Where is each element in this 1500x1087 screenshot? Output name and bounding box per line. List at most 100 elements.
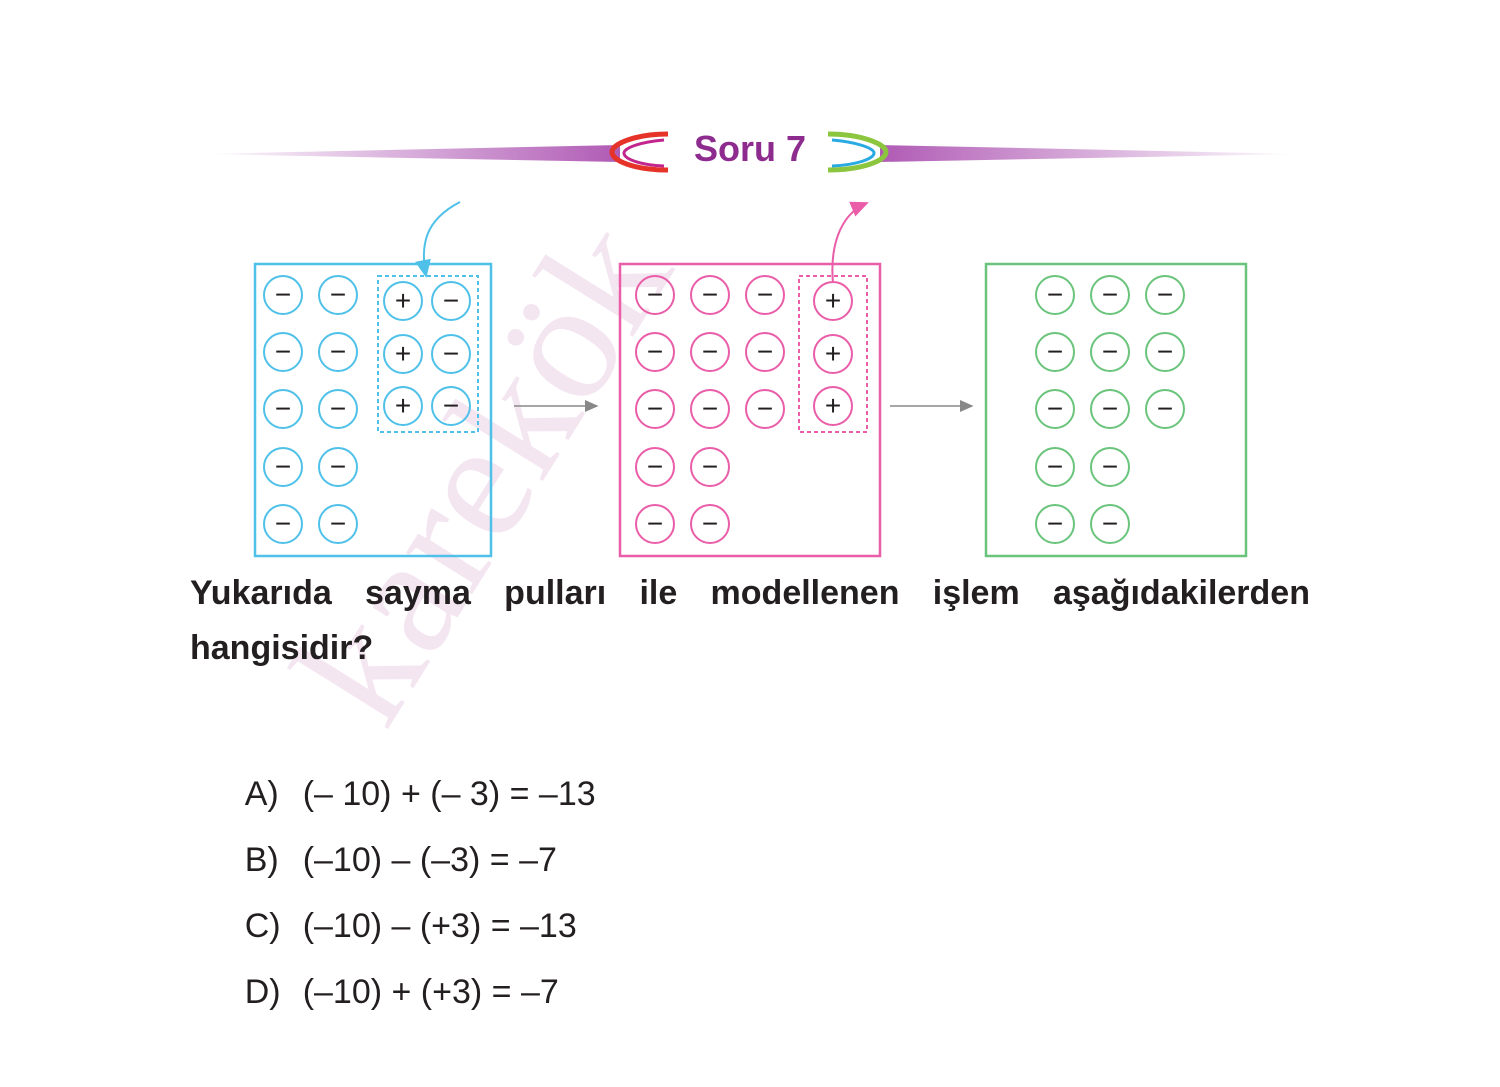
negative-counter	[745, 389, 785, 429]
negative-counter-symbol: −	[1157, 393, 1173, 424]
positive-counter-symbol: +	[825, 285, 841, 316]
negative-counter	[745, 332, 785, 372]
option-letter: B)	[244, 841, 279, 879]
positive-counter-symbol: +	[395, 390, 411, 421]
negative-counter	[690, 504, 730, 544]
negative-counter-symbol: −	[1047, 451, 1063, 482]
option-letter: A)	[244, 775, 279, 813]
negative-counter	[263, 275, 303, 315]
right-swoosh-icon	[827, 131, 889, 173]
option-expression: (–10) – (+3) = –13	[302, 907, 577, 945]
positive-counter	[383, 334, 423, 374]
negative-counter-symbol: −	[443, 285, 459, 316]
negative-counter	[263, 332, 303, 372]
option-expression: (–10) – (–3) = –7	[302, 841, 557, 879]
negative-counter	[635, 332, 675, 372]
negative-counter	[635, 275, 675, 315]
negative-counter	[263, 389, 303, 429]
negative-counter-symbol: −	[275, 393, 291, 424]
negative-counter-symbol: −	[1102, 336, 1118, 367]
negative-counter-symbol: −	[647, 508, 663, 539]
negative-counter-symbol: −	[275, 336, 291, 367]
question-text: Yukarıda sayma pulları ile modellenen iş…	[190, 574, 1310, 667]
counter-model-diagram: − − − − − − − − − − + − + − + − − − − − − − − − − − − − − + + + − − − − − − − −…	[253, 201, 1248, 558]
negative-counter	[1035, 275, 1075, 315]
negative-counter-symbol: −	[757, 393, 773, 424]
negative-counter-symbol: −	[1047, 508, 1063, 539]
negative-counter	[1090, 275, 1130, 315]
negative-counter	[635, 389, 675, 429]
negative-counter-symbol: −	[1047, 336, 1063, 367]
negative-counter	[1035, 389, 1075, 429]
negative-counter	[690, 389, 730, 429]
positive-counter-symbol: +	[825, 338, 841, 369]
title-banner	[200, 131, 1300, 173]
option-a[interactable]: A) (– 10) + (– 3) = –13	[188, 710, 596, 813]
negative-counter-symbol: −	[702, 451, 718, 482]
negative-counter-symbol: −	[1102, 508, 1118, 539]
negative-counter	[318, 389, 358, 429]
negative-counter-symbol: −	[443, 338, 459, 369]
negative-counter	[690, 275, 730, 315]
negative-counter-symbol: −	[275, 279, 291, 310]
negative-counter	[1090, 447, 1130, 487]
positive-counter-symbol: +	[395, 285, 411, 316]
negative-counter-symbol: −	[330, 393, 346, 424]
counter-panel-2	[618, 262, 882, 558]
negative-counter-symbol: −	[1047, 393, 1063, 424]
remove-arrow	[831, 201, 869, 284]
negative-counter-symbol: −	[647, 336, 663, 367]
negative-counter	[431, 386, 471, 426]
negative-counter	[318, 447, 358, 487]
answer-options: A) (– 10) + (– 3) = –13 B) (–10) – (–3) = …	[188, 710, 596, 1011]
option-b[interactable]: B) (–10) – (–3) = –7	[188, 776, 596, 879]
positive-counter	[383, 281, 423, 321]
negative-counter-symbol: −	[1157, 336, 1173, 367]
counter-panel-3	[984, 262, 1248, 558]
positive-counter	[383, 386, 423, 426]
negative-counter	[690, 332, 730, 372]
negative-counter	[263, 504, 303, 544]
negative-counter-symbol: −	[1102, 451, 1118, 482]
negative-counter-symbol: −	[1102, 279, 1118, 310]
negative-counter	[1090, 332, 1130, 372]
positive-counter-symbol: +	[825, 390, 841, 421]
option-d[interactable]: D) (–10) + (+3) = –7	[188, 908, 596, 1011]
option-c[interactable]: C) (–10) – (+3) = –13	[188, 842, 596, 945]
negative-counter-symbol: −	[702, 279, 718, 310]
negative-counter	[635, 447, 675, 487]
negative-counter	[318, 504, 358, 544]
negative-counter	[1145, 389, 1185, 429]
negative-counter	[1035, 332, 1075, 372]
negative-counter-symbol: −	[443, 390, 459, 421]
option-letter: D)	[244, 973, 281, 1011]
negative-counter-symbol: −	[1157, 279, 1173, 310]
negative-counter-symbol: −	[757, 336, 773, 367]
option-expression: (–10) + (+3) = –7	[302, 973, 559, 1011]
negative-counter-symbol: −	[702, 336, 718, 367]
negative-counter-symbol: −	[330, 336, 346, 367]
negative-counter	[431, 281, 471, 321]
positive-counter-symbol: +	[395, 338, 411, 369]
negative-counter-symbol: −	[702, 508, 718, 539]
positive-counter	[813, 386, 853, 426]
option-expression: (– 10) + (– 3) = –13	[302, 775, 596, 813]
negative-counter	[690, 447, 730, 487]
negative-counter-symbol: −	[275, 451, 291, 482]
left-swoosh-icon	[609, 131, 669, 173]
negative-counter-symbol: −	[275, 508, 291, 539]
negative-counter-symbol: −	[330, 279, 346, 310]
negative-counter-symbol: −	[1102, 393, 1118, 424]
banner-band-left	[200, 145, 620, 162]
negative-counter	[745, 275, 785, 315]
positive-counter	[813, 334, 853, 374]
negative-counter	[1035, 447, 1075, 487]
negative-counter-symbol: −	[1047, 279, 1063, 310]
negative-counter-symbol: −	[757, 279, 773, 310]
negative-counter	[1090, 504, 1130, 544]
banner-band-right	[880, 145, 1300, 162]
negative-counter-symbol: −	[330, 451, 346, 482]
option-letter: C)	[244, 907, 281, 945]
zero-pair-group	[377, 275, 479, 433]
